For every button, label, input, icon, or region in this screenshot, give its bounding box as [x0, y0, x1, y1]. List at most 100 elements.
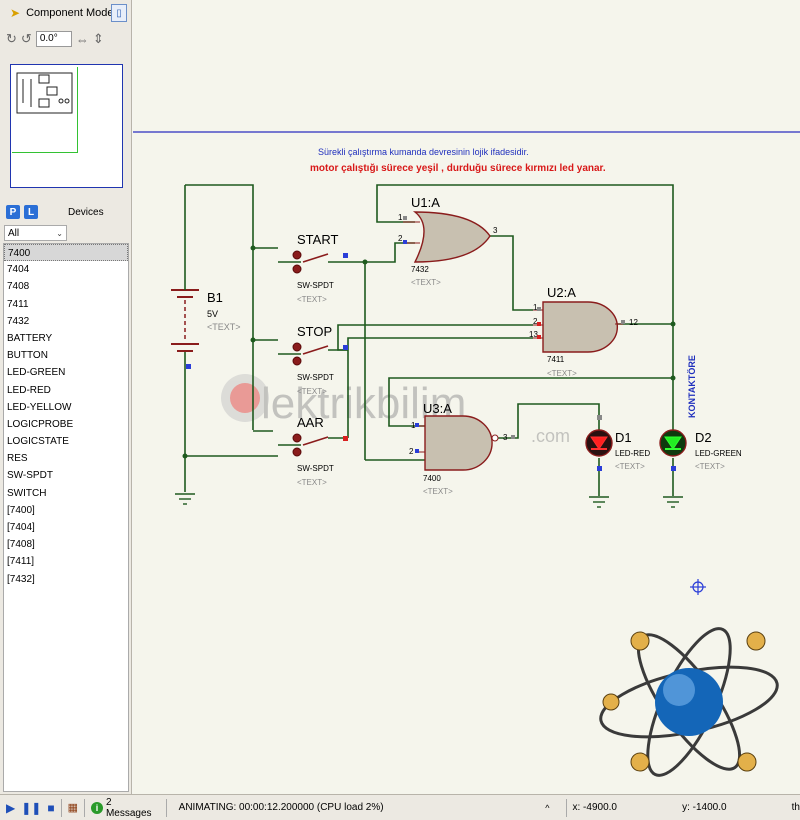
device-list-item[interactable]: LOGICSTATE	[7, 436, 69, 448]
junctions	[182, 245, 676, 459]
description-line1: Sürekli çalıştırma kumanda devresinin lo…	[318, 147, 529, 157]
mode-title: Component Mode	[26, 7, 114, 19]
gate-u1a-ref: U1:A	[411, 195, 440, 210]
gate-u2a-text: <TEXT>	[547, 369, 577, 378]
device-list-item[interactable]: [7411]	[7, 556, 35, 568]
stop-icon[interactable]: ■	[47, 800, 55, 815]
device-list-item[interactable]: BUTTON	[7, 350, 48, 362]
crosshair-cursor-icon	[690, 579, 706, 595]
messages-indicator[interactable]: i 2 Messages	[91, 797, 160, 819]
chip-icon: ▦	[67, 802, 78, 814]
gate-u3a-pin2: 2	[409, 447, 414, 456]
gate-u1a-pin1: 1	[398, 213, 403, 222]
device-list-item[interactable]: SWITCH	[7, 487, 47, 499]
ground-symbols	[175, 493, 683, 508]
gate-u3a-part: 7400	[423, 474, 441, 483]
devices-header: P L Devices	[0, 202, 132, 222]
schematic-svg: Sürekli çalıştırma kumanda devresinin lo…	[133, 131, 800, 777]
rotation-input[interactable]: 0.0°	[35, 31, 72, 47]
pin-icon[interactable]: ▯	[111, 4, 127, 22]
switch-text: <TEXT>	[297, 387, 327, 396]
gate-u2a[interactable]: U2:A 1 2 13 12 7411 <TEXT>	[529, 285, 638, 378]
device-list-item[interactable]: [7432]	[7, 573, 35, 585]
device-list-item[interactable]: 7404	[7, 264, 30, 276]
led-d2-text: <TEXT>	[695, 462, 725, 471]
led-d2[interactable]: D2 LED-GREEN <TEXT>	[659, 429, 742, 471]
switch-text: <TEXT>	[297, 478, 327, 487]
device-list-item[interactable]: BATTERY	[7, 332, 53, 344]
divider	[565, 798, 567, 817]
gate-u2a-pin12: 12	[629, 318, 638, 327]
gate-u1a-part: 7432	[411, 265, 429, 274]
battery-value: 5V	[207, 309, 218, 319]
gate-u3a[interactable]: U3:A 1 2 3 7400 <TEXT>	[409, 401, 515, 496]
mirror-horizontal-icon[interactable]: ⇔	[75, 31, 89, 47]
chevron-up-icon[interactable]: ^	[545, 802, 550, 813]
pick-devices-button[interactable]: P	[6, 205, 20, 219]
device-list-item[interactable]: LED-RED	[7, 384, 51, 396]
battery-ref: B1	[207, 290, 223, 305]
gate-u3a-text: <TEXT>	[423, 487, 453, 496]
led-d1-type: LED-RED	[615, 449, 650, 458]
device-list-item[interactable]: SW-SPDT	[7, 470, 53, 482]
gate-u1a[interactable]: U1:A 1 2 3 7432 <TEXT>	[398, 195, 498, 287]
rotate-counterclockwise-icon[interactable]: ↺	[20, 31, 32, 46]
overview-preview[interactable]	[10, 64, 123, 188]
gate-u3a-pin3: 3	[503, 433, 508, 442]
battery-b1[interactable]: B1 5V <TEXT>	[171, 282, 241, 369]
messages-count: 2 Messages	[105, 796, 152, 819]
chevron-down-icon: ⌄	[56, 228, 63, 238]
device-list-item[interactable]: LED-YELLOW	[7, 401, 72, 413]
sidebar: ➤ Component Mode ▯ ↻ ↺ 0.0° ⇔ ⇕	[0, 0, 132, 794]
device-list-item[interactable]: RES	[7, 453, 28, 465]
led-d1-text: <TEXT>	[615, 462, 645, 471]
schematic-canvas[interactable]: Sürekli çalıştırma kumanda devresinin lo…	[133, 0, 800, 794]
component-mode-icon: ➤	[10, 6, 21, 20]
gate-u2a-pin2: 2	[533, 317, 538, 326]
device-list-item[interactable]: 7408	[7, 281, 30, 293]
device-list-item[interactable]: 7432	[7, 315, 30, 327]
preview-viewport	[12, 67, 78, 153]
rotate-clockwise-icon[interactable]: ↻	[6, 31, 17, 46]
divider	[84, 798, 85, 817]
switch-type: SW-SPDT	[297, 281, 334, 290]
device-list-item[interactable]: [7404]	[7, 522, 35, 533]
mirror-vertical-icon[interactable]: ⇕	[92, 31, 104, 46]
device-list-item[interactable]: LED-GREEN	[7, 367, 66, 379]
simulation-controls: ▶ ❚❚ ■	[0, 801, 55, 815]
device-list-item[interactable]: 7400	[4, 244, 128, 262]
play-icon[interactable]: ▶	[6, 800, 16, 815]
divider	[165, 798, 167, 817]
watermark-logo: lektrikbilim .com	[221, 374, 570, 446]
net-label-kontaktore: KONTAKTÖRE	[687, 355, 697, 418]
device-list-item[interactable]: [7408]	[7, 539, 35, 551]
led-d2-ref: D2	[695, 430, 712, 445]
led-d2-type: LED-GREEN	[695, 449, 742, 458]
led-d1[interactable]: D1 LED-RED <TEXT>	[585, 415, 650, 471]
device-filter-select[interactable]: All ⌄	[4, 225, 67, 241]
y-coordinate: y: -1400.0	[682, 802, 727, 813]
description-line2: motor çalıştığı sürece yeşil , durduğu s…	[310, 163, 606, 174]
devices-title: Devices	[68, 206, 104, 218]
gate-u2a-part: 7411	[547, 355, 565, 364]
led-d1-ref: D1	[615, 430, 632, 445]
device-list-item[interactable]: [7400]	[7, 504, 35, 516]
gate-u1a-pin3: 3	[493, 226, 498, 235]
preview-thumbnail	[16, 72, 73, 114]
switch-label: START	[297, 232, 338, 247]
library-button[interactable]: L	[24, 205, 38, 219]
gate-u1a-pin2: 2	[398, 234, 403, 243]
rotation-bar: ↻ ↺ 0.0° ⇔ ⇕	[0, 28, 132, 50]
info-icon: i	[91, 801, 103, 814]
gate-u2a-pin13: 13	[529, 330, 538, 339]
pause-icon[interactable]: ❚❚	[21, 800, 42, 815]
gate-u2a-ref: U2:A	[547, 285, 576, 300]
device-list-item[interactable]: LOGICPROBE	[7, 418, 74, 430]
gate-u3a-ref: U3:A	[423, 401, 452, 416]
device-list-item[interactable]: 7411	[7, 298, 29, 310]
